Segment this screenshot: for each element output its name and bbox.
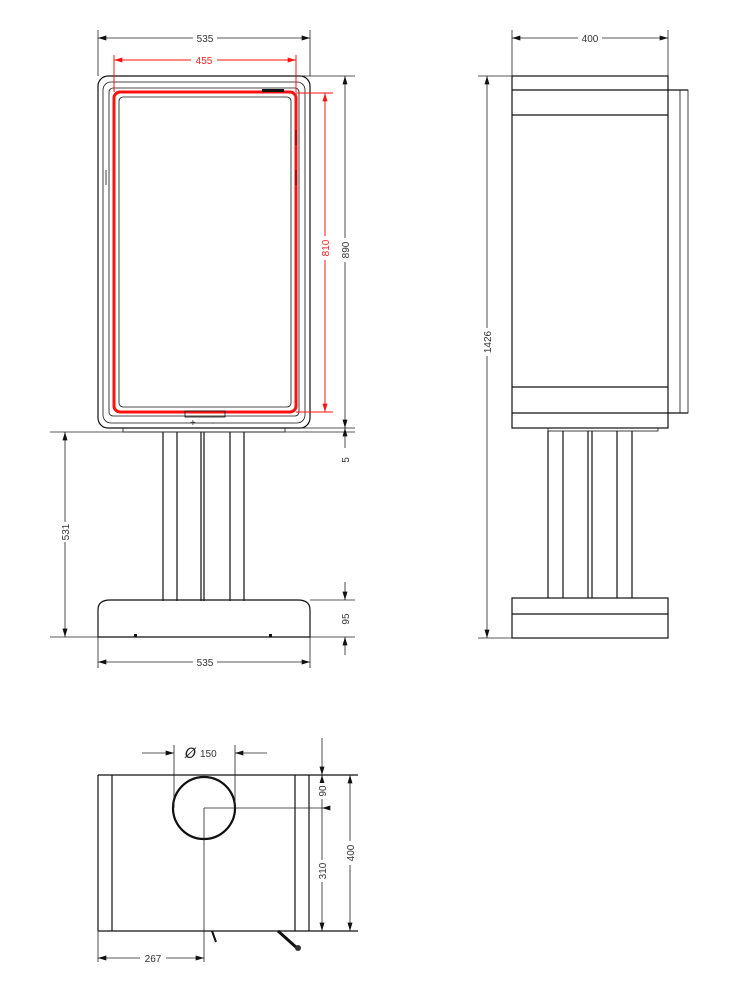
dim-offset-top: 90 (318, 785, 329, 797)
dim-offset-bottom: 310 (318, 862, 329, 879)
head-side (511, 75, 669, 429)
button-minus-label: - (211, 418, 214, 429)
dim-top-depth: 400 (346, 844, 357, 861)
dim-base-width: 535 (197, 658, 214, 669)
top-view: Ø 150 90 310 400 267 (97, 738, 358, 965)
dim-gap: 5 (341, 457, 352, 463)
dim-head-height: 890 (341, 241, 352, 258)
head-outer-frame (97, 75, 311, 429)
screen-outline (112, 90, 298, 414)
bezel (108, 87, 300, 417)
dim-screen-height: 810 (321, 239, 332, 256)
dim-width-total: 535 (197, 34, 214, 45)
diameter-symbol: Ø (184, 746, 197, 762)
dim-base-height: 95 (341, 613, 352, 625)
dim-depth: 400 (582, 34, 599, 45)
front-view: + - 535 455 890 810 5 (50, 30, 355, 669)
dim-offset-left: 267 (145, 954, 162, 965)
screen-side (667, 89, 689, 414)
base-side (511, 597, 669, 639)
head-inner-frame (102, 81, 306, 424)
dim-total-height: 1426 (483, 330, 494, 353)
dim-screen-width: 455 (196, 56, 213, 67)
dim-stand-height: 531 (61, 523, 72, 540)
control-buttons (184, 410, 226, 418)
base (97, 599, 311, 638)
dim-pillar-diameter: 150 (200, 749, 217, 760)
side-view: 400 1426 (478, 30, 689, 639)
sensor-strip (262, 89, 284, 92)
button-plus-label: + (190, 418, 196, 429)
screen-inner (118, 96, 292, 408)
